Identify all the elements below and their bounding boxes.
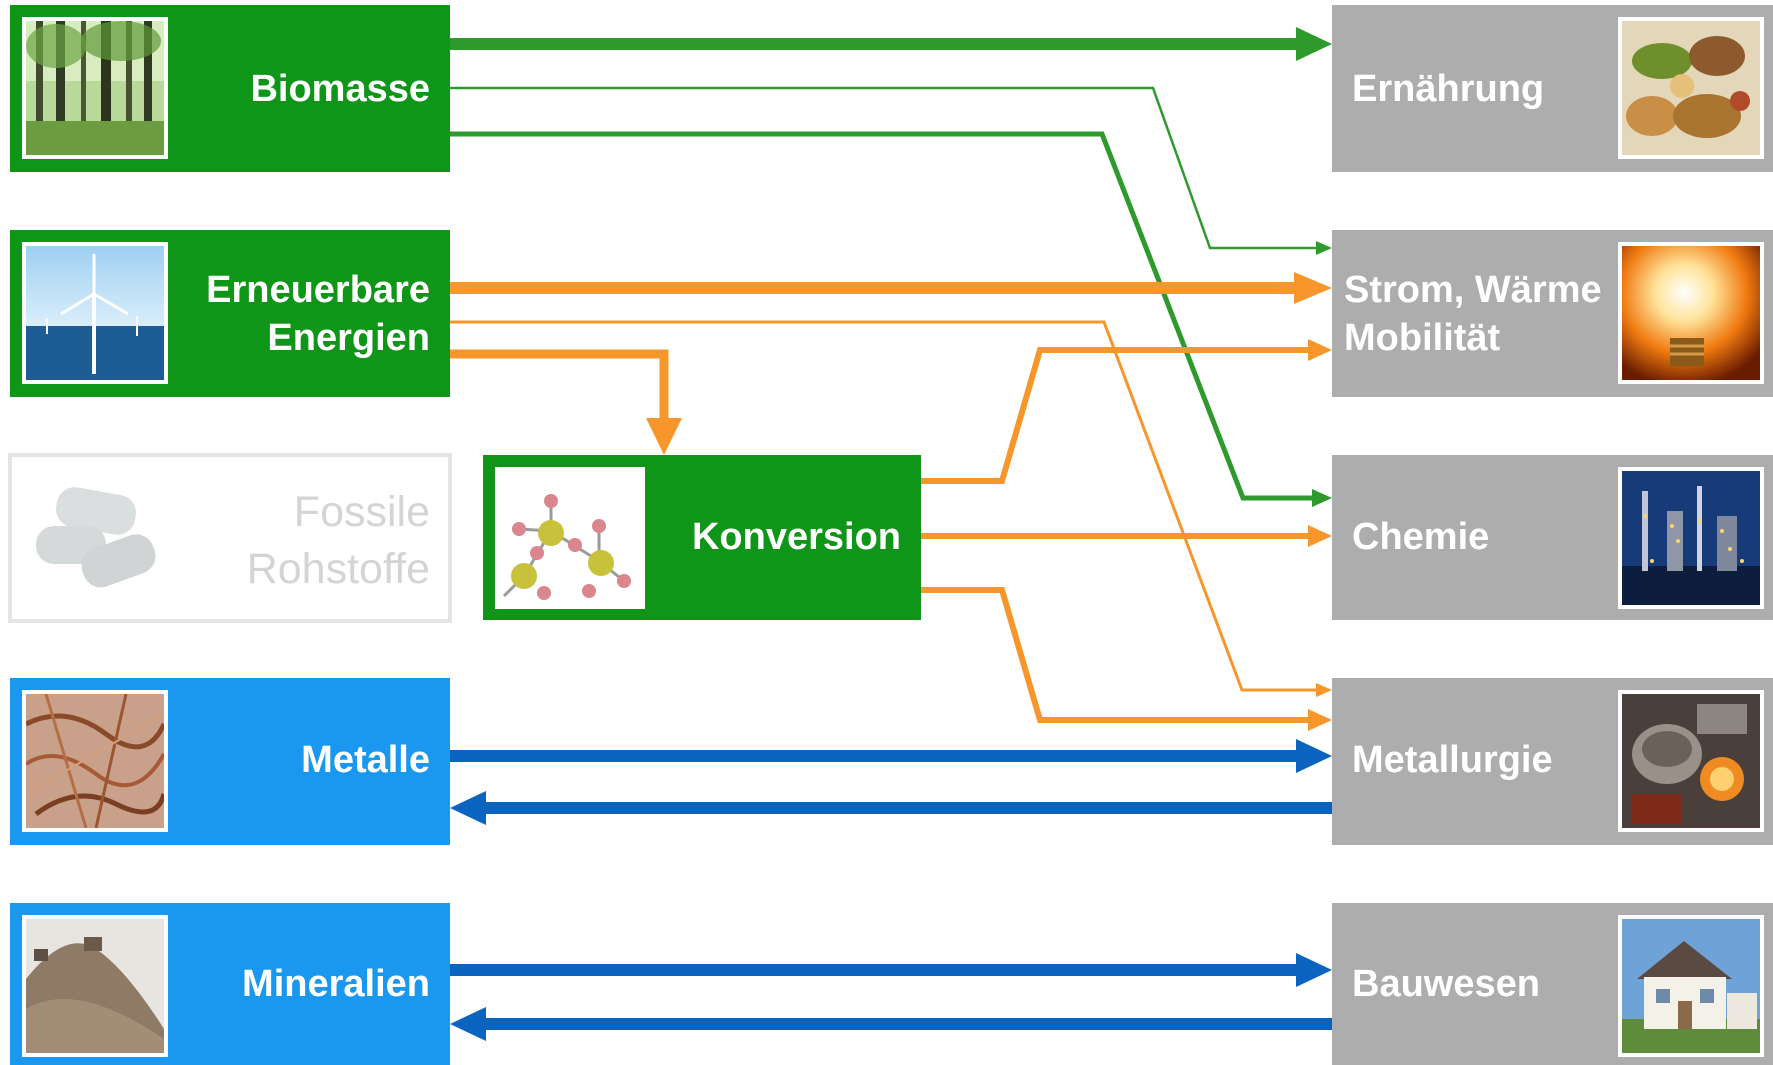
konversion-box: Konversion — [483, 455, 921, 620]
fossile-line1: Fossile — [293, 488, 430, 536]
biomasse-to-chemie-arrow — [450, 131, 1332, 507]
target-metallurgie: Metallurgie — [1332, 678, 1773, 845]
forest-photo-icon — [22, 17, 168, 159]
mineralien-label: Mineralien — [242, 963, 430, 1005]
source-fossile-rohstoffe: Fossile Rohstoffe — [8, 453, 452, 623]
source-metalle: Metalle — [10, 678, 450, 845]
metallurgie-to-metalle-arrow — [450, 791, 1332, 825]
erneuerbare-line2: Energien — [267, 317, 430, 359]
biomasse-to-strom-arrow — [450, 86, 1332, 255]
erneuerbare-to-metallurgie-arrow — [450, 320, 1332, 697]
coal-briquettes-photo-icon — [22, 467, 168, 609]
steel-furnace-photo-icon — [1618, 690, 1764, 832]
mineralien-to-bauwesen-arrow — [450, 953, 1332, 987]
light-bulb-photo-icon — [1618, 242, 1764, 384]
food-photo-icon — [1618, 17, 1764, 159]
house-photo-icon — [1618, 915, 1764, 1057]
source-mineralien: Mineralien — [10, 903, 450, 1065]
erneuerbare-line1: Erneuerbare — [206, 269, 430, 311]
molecule-icon — [495, 467, 645, 609]
ernaehrung-label: Ernährung — [1352, 68, 1545, 110]
konversion-to-chemie-arrow — [921, 525, 1332, 547]
fossile-label: Fossile Rohstoffe — [170, 484, 430, 598]
bauwesen-label: Bauwesen — [1352, 963, 1540, 1005]
source-erneuerbare-energien: Erneuerbare Energien — [10, 230, 450, 397]
konversion-to-metallurgie-arrow — [921, 587, 1332, 731]
strom-label: Strom, Wärme Mobilität — [1344, 266, 1644, 362]
source-biomasse: Biomasse — [10, 5, 450, 172]
metalle-label: Metalle — [301, 739, 430, 781]
target-ernaehrung: Ernährung — [1332, 5, 1773, 172]
konversion-to-strom-arrow — [921, 339, 1332, 484]
gravel-pile-photo-icon — [22, 915, 168, 1057]
erneuerbare-label: Erneuerbare Energien — [150, 266, 430, 362]
strom-line2: Mobilität — [1344, 317, 1501, 359]
refinery-photo-icon — [1618, 467, 1764, 609]
metalle-to-metallurgie-arrow — [450, 739, 1332, 773]
target-bauwesen: Bauwesen — [1332, 903, 1773, 1065]
bauwesen-to-mineralien-arrow — [450, 1007, 1332, 1041]
biomasse-label: Biomasse — [250, 68, 430, 110]
metallurgie-label: Metallurgie — [1352, 739, 1553, 781]
chemie-label: Chemie — [1352, 516, 1490, 558]
konversion-label: Konversion — [691, 516, 901, 558]
wind-turbine-photo-icon — [22, 242, 168, 384]
target-chemie: Chemie — [1332, 455, 1773, 620]
erneuerbare-to-konversion-arrow — [450, 349, 682, 455]
scrap-metal-photo-icon — [22, 690, 168, 832]
strom-line1: Strom, Wärme — [1344, 269, 1602, 311]
target-strom-waerme-mobilitaet: Strom, Wärme Mobilität — [1332, 230, 1773, 397]
biomasse-to-ernaehrung-arrow — [450, 27, 1332, 61]
fossile-line2: Rohstoffe — [246, 545, 430, 593]
erneuerbare-to-strom-arrow — [450, 272, 1332, 304]
